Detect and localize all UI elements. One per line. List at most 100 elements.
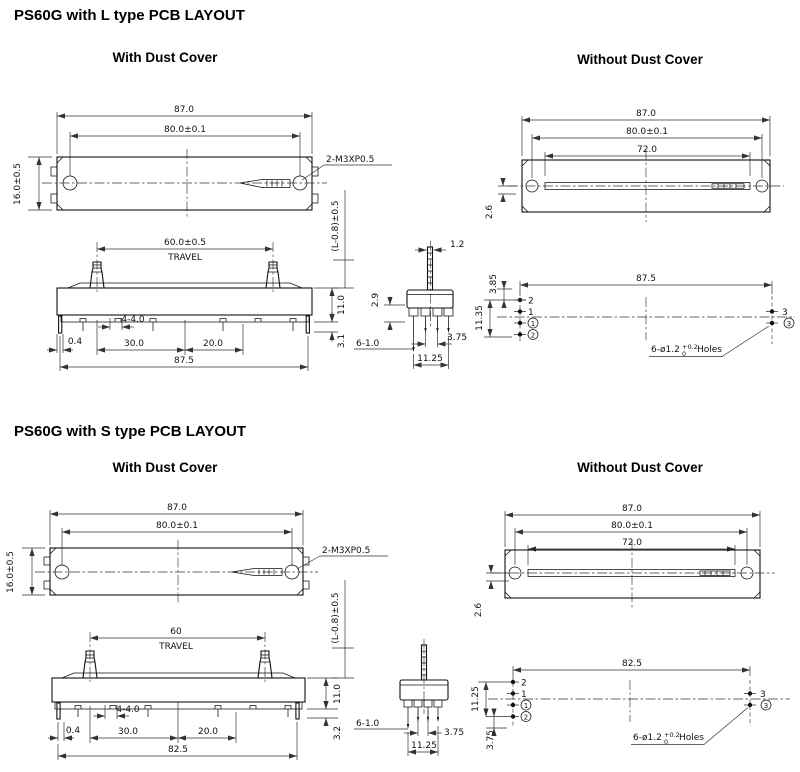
l-front-view: 60.0±0.5 TRAVEL 4-4.0 0.4 30.0 20.0 87 xyxy=(47,238,347,371)
pin-block xyxy=(403,699,413,708)
lever-ridges xyxy=(421,650,427,676)
l-end-view: 1.2 2.9 6-1.0 3.75 11.25 xyxy=(354,240,467,369)
dim-notches: 4-4.0 xyxy=(116,705,140,715)
s-end-view: 6-1.0 3.75 11.25 xyxy=(354,639,464,756)
dust-cover-line xyxy=(61,672,296,679)
pin-label-1: 1 xyxy=(521,690,527,700)
dim-boss: 2.9 xyxy=(371,293,381,308)
center-lines xyxy=(497,297,795,340)
l-top-view: 87.0 80.0±0.1 16.0±0.5 2-M3XP0.5 (L-0.8)… xyxy=(13,105,392,289)
l-without-cover-heading: Without Dust Cover xyxy=(577,52,703,67)
dim-overall: 82.5 xyxy=(168,745,188,755)
mounting-ears xyxy=(43,556,310,590)
pin-block xyxy=(443,307,454,317)
dim-center-offset: 2.6 xyxy=(485,205,495,220)
s-section-title: PS60G with S type PCB LAYOUT xyxy=(14,423,246,440)
offset-dim-ticks xyxy=(498,185,516,195)
boss-dim-ticks xyxy=(384,304,405,323)
body-outline xyxy=(56,287,313,316)
extension-lines xyxy=(521,116,771,178)
extension-lines xyxy=(57,677,338,760)
body-outline xyxy=(504,549,761,599)
dim-offset-b: 3.75 xyxy=(486,730,496,750)
holes-tol-sup: +0.2 xyxy=(682,343,698,351)
pcb-hole xyxy=(510,714,516,719)
pin-block xyxy=(413,699,423,708)
lever-top-view xyxy=(231,568,283,576)
circled-pin-1-label: 1 xyxy=(524,702,528,710)
circled-pin-3 xyxy=(783,317,795,329)
slider-knob-right xyxy=(257,650,273,679)
screw-spec-label: 2-M3XP0.5 xyxy=(322,546,370,556)
pcb-hole xyxy=(510,679,516,685)
dim-lever-length: (L-0.8)±0.5 xyxy=(331,592,341,643)
body-outline xyxy=(49,547,304,596)
pin-block xyxy=(432,307,443,317)
pcb-hole xyxy=(747,691,753,696)
holes-note: 6-ø1.2 xyxy=(651,345,680,355)
end-pin-right xyxy=(305,315,310,334)
center-lines xyxy=(488,680,790,722)
pin-label-2: 2 xyxy=(521,679,527,689)
travel-caption: TRAVEL xyxy=(158,642,193,652)
dim-travel: 60 xyxy=(170,627,182,637)
dim-notches: 4-4.0 xyxy=(121,315,145,325)
circled-pin-1 xyxy=(527,317,539,329)
l-without-cover-view: 87.0 80.0±0.1 72.0 2.6 xyxy=(485,109,784,222)
pcb-hole xyxy=(517,332,523,337)
circled-pin-3 xyxy=(760,699,772,711)
dim-overall-width: 87.0 xyxy=(174,105,194,115)
holes-leader xyxy=(631,707,749,745)
knob-center-lines xyxy=(96,242,274,292)
pcb-hole xyxy=(769,309,775,314)
dim-pin-span: 11.25 xyxy=(417,354,443,364)
center-lines xyxy=(42,149,327,218)
dim-body-height: 11.0 xyxy=(337,295,347,315)
dim-20: 20.0 xyxy=(203,339,223,349)
knob-ridges-right xyxy=(268,264,278,273)
dim-overall-width: 87.0 xyxy=(622,504,642,514)
center-lines xyxy=(508,150,784,222)
circled-pin-2 xyxy=(520,711,532,722)
knob-ridges-left xyxy=(85,654,95,663)
dim-overall: 87.5 xyxy=(174,356,194,366)
dim-body-height: 16.0±0.5 xyxy=(13,163,23,205)
extension-lines xyxy=(504,511,761,565)
s-without-cover-view: 87.0 80.0±0.1 72.0 2.6 xyxy=(474,504,775,617)
pcb-hole xyxy=(517,320,523,326)
dim-pin-length: 3.2 xyxy=(333,726,343,740)
body-outline xyxy=(56,156,313,211)
s-with-cover-heading: With Dust Cover xyxy=(112,460,218,475)
screw-spec-label: 2-M3XP0.5 xyxy=(326,155,374,165)
dim-travel: 60.0±0.5 xyxy=(164,238,206,248)
end-pin-left xyxy=(58,315,63,334)
extension-lines xyxy=(28,112,313,211)
knob-ridges-left xyxy=(92,264,102,273)
screw-leader xyxy=(296,555,388,570)
contact-pins xyxy=(77,709,289,717)
bottom-lip xyxy=(54,701,303,710)
pcb-hole xyxy=(510,702,516,708)
dim-center-offset: 2.6 xyxy=(474,603,484,618)
circled-pin-2-label: 2 xyxy=(531,331,535,339)
lever xyxy=(426,246,434,291)
pin-column-lines xyxy=(512,676,751,726)
center-lines xyxy=(492,540,775,608)
pin-label-3: 3 xyxy=(782,308,788,318)
dim-overall-width: 87.0 xyxy=(636,109,656,119)
dim-pin-pitch: 3.75 xyxy=(444,728,464,738)
end-pin-left xyxy=(56,702,61,720)
dim-edge-offset: 0.4 xyxy=(66,726,81,736)
pcb-hole xyxy=(517,309,523,314)
dim-pin-length: 3.1 xyxy=(337,334,347,348)
circled-pin-1-label: 1 xyxy=(531,320,535,328)
dim-offset-b: 11.35 xyxy=(475,305,485,331)
s-pcb-layout: 82.5 2 1 1 2 3 3 11.25 3.75 xyxy=(471,659,790,750)
circled-pin-1 xyxy=(520,699,532,711)
terminals-label: 6-1.0 xyxy=(356,719,380,729)
contact-pins xyxy=(82,322,294,331)
center-lines xyxy=(35,540,318,605)
pin-label-2: 2 xyxy=(528,297,534,307)
slider-knob-left xyxy=(82,650,98,679)
